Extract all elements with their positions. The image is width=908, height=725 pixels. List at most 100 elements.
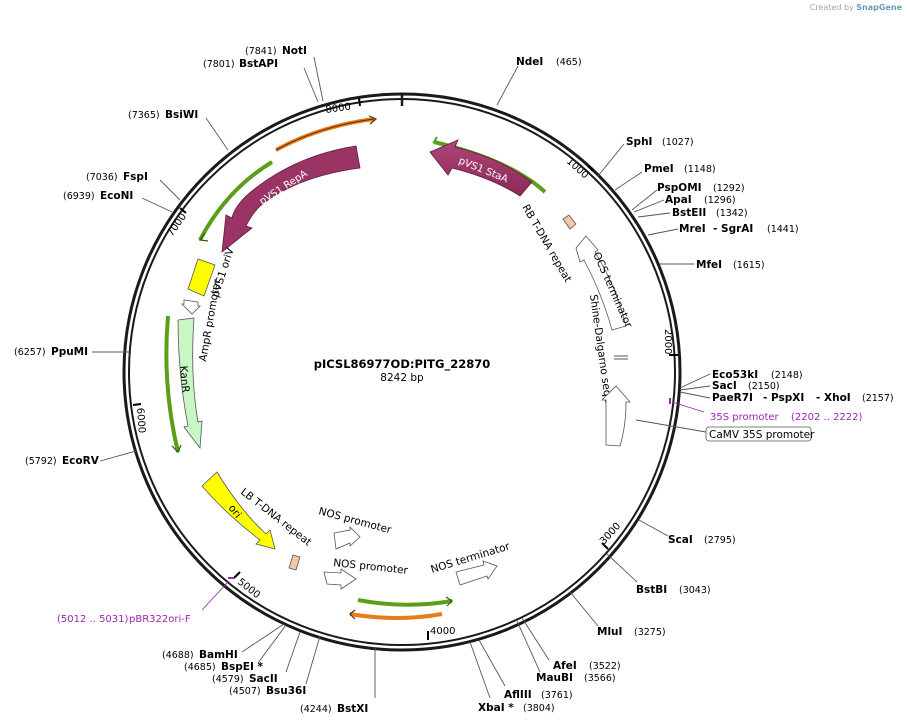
site-name-ppumi: PpuMI — [51, 346, 88, 358]
site-pos-maubi: (3566) — [584, 673, 616, 684]
site-pos-mlui: (3275) — [634, 627, 666, 638]
site-name-bamhi: BamHI — [199, 649, 238, 661]
site-name-maubi: MauBI — [536, 672, 573, 684]
site-saci[interactable]: SacI (2150) — [679, 380, 780, 392]
site-pos-ecorv: (5792) — [25, 456, 57, 467]
site-name-saci: SacI — [712, 380, 737, 392]
site-bsiwi[interactable]: (7365) BsiWI — [128, 109, 229, 151]
site-bsu36i[interactable]: (4507) Bsu36I — [229, 635, 321, 697]
feature-camv-35s[interactable]: CaMV 35S promoter — [601, 385, 815, 447]
site-mfei[interactable]: MfeI (1615) — [660, 259, 765, 271]
site-name-bsu36i: Bsu36I — [266, 685, 306, 697]
feature-pvs1-staa[interactable]: pVS1 StaA — [429, 136, 547, 197]
site-bsteii[interactable]: BstEII (1342) — [637, 207, 748, 219]
site-noti[interactable]: (7841) NotI — [245, 45, 324, 102]
primer-35s[interactable]: 35S promoter (2202 .. 2222) — [669, 398, 863, 423]
site-pmei[interactable]: PmeI (1148) — [614, 163, 716, 191]
site-name-xhoi: - XhoI — [816, 392, 851, 404]
site-pos-bsteii: (1342) — [716, 208, 748, 219]
site-xbai[interactable]: XbaI * (3804) — [469, 641, 555, 714]
site-name-scai: ScaI — [668, 534, 693, 546]
site-eco53ki[interactable]: Eco53kI (2148) — [679, 369, 803, 389]
site-name-bsiwi: BsiWI — [165, 109, 198, 121]
tick-4000: 4000 — [427, 626, 455, 640]
site-name-noti: NotI — [282, 45, 307, 57]
site-name-mfei: MfeI — [696, 259, 722, 271]
site-name-bsteii: BstEII — [672, 207, 706, 219]
site-bstxi[interactable]: (4244) BstXI — [300, 648, 376, 715]
primer-range-pbr322ori-f: (5012 .. 5031) — [57, 614, 129, 625]
site-name-apai: ApaI — [665, 194, 692, 206]
site-pos-saci: (2150) — [748, 381, 780, 392]
site-pos-sphi: (1027) — [662, 137, 694, 148]
site-bspei[interactable]: (4685) BspEI * — [184, 624, 287, 673]
site-pos-pspomi: (1292) — [713, 183, 745, 194]
tick-8000: 8000 — [325, 97, 361, 116]
tick-label-2000: 2000 — [662, 329, 673, 354]
feature-nos-promoter-2[interactable]: NOS promoter — [323, 557, 409, 590]
site-pos-afei: (3522) — [589, 661, 621, 672]
feature-pvs1-repa[interactable]: pVS1 RepA — [198, 145, 361, 253]
site-pos-afliii: (3761) — [541, 690, 573, 701]
primer-pbr322ori-f[interactable]: (5012 .. 5031) pBR322ori-F — [57, 577, 234, 625]
site-afliii[interactable]: AflIII (3761) — [478, 639, 573, 701]
site-scai[interactable]: ScaI (2795) — [638, 519, 736, 546]
site-mrei-sgrai[interactable]: MreI - SgrAI (1441) — [647, 223, 799, 236]
feature-nos-promoter-1[interactable]: NOS promoter — [317, 505, 393, 550]
site-ppumi[interactable]: (6257) PpuMI — [14, 346, 129, 358]
feature-kanr[interactable]: KanR — [164, 315, 203, 454]
site-sphi[interactable]: SphI (1027) — [597, 136, 694, 177]
site-apai[interactable]: ApaI (1296) — [633, 194, 736, 213]
tick-label-6000: 6000 — [134, 407, 147, 433]
snapgene-credit: Created by SnapGene — [810, 3, 902, 12]
site-name-fspi: FspI — [123, 171, 148, 183]
site-fspi[interactable]: (7036) FspI — [86, 171, 181, 201]
feature-ocs-terminator[interactable]: OCS terminator — [575, 235, 635, 331]
plasmid-name: pICSL86977OD:PITG_22870 — [314, 357, 490, 372]
feature-label-camv-35s: CaMV 35S promoter — [709, 429, 815, 441]
tick-1000: 1000 — [564, 156, 594, 181]
site-ndei[interactable]: NdeI (465) — [496, 56, 582, 106]
site-pos-ndei: (465) — [556, 57, 582, 68]
site-name-paer7i: PaeR7I — [712, 392, 753, 404]
site-pos-bsu36i: (4507) — [229, 686, 261, 697]
site-afei[interactable]: AfeI (3522) — [521, 617, 621, 672]
site-pos-econi: (6939) — [63, 191, 95, 202]
site-econi[interactable]: (6939) EcoNI — [63, 190, 173, 213]
site-sacii[interactable]: (4579) SacII — [212, 631, 301, 685]
feature-label-rb-repeat: RB T-DNA repeat — [519, 203, 573, 285]
feature-nos-terminator[interactable]: NOS terminator — [429, 540, 512, 586]
site-paer7i-pspxi-xhoi[interactable]: PaeR7I - PspXI - XhoI (2157) — [679, 391, 894, 404]
primer-label-35s: 35S promoter — [710, 412, 780, 423]
tick-7000: 7000 — [165, 207, 189, 239]
site-bstapi[interactable]: (7801) BstAPI — [203, 58, 319, 103]
site-bamhi[interactable]: (4688) BamHI — [162, 623, 285, 661]
credit-prefix: Created by — [809, 3, 854, 12]
site-pos-ppumi: (6257) — [14, 347, 46, 358]
site-name-mlui: MluI — [597, 626, 622, 638]
site-maubi[interactable]: MauBI (3566) — [516, 620, 616, 684]
site-pos-apai: (1296) — [704, 195, 736, 206]
site-name-econi: EcoNI — [100, 190, 133, 202]
site-mlui[interactable]: MluI (3275) — [569, 591, 666, 638]
feature-label-kanr: KanR — [177, 365, 191, 393]
site-name-xbai: XbaI * — [478, 702, 514, 714]
orf-top-orange — [275, 115, 378, 152]
site-name-sacii: SacII — [249, 673, 278, 685]
plasmid-length: 8242 bp — [380, 372, 424, 384]
site-ecorv[interactable]: (5792) EcoRV — [25, 450, 137, 467]
site-pspomi[interactable]: PspOMI (1292) — [631, 182, 745, 211]
site-name-pmei: PmeI — [644, 163, 674, 175]
site-pos-pmei: (1148) — [684, 164, 716, 175]
site-name-sgrai: - SgrAI — [713, 223, 753, 235]
site-pos-paer7i: (2157) — [862, 393, 894, 404]
site-bstbi[interactable]: BstBI (3043) — [606, 553, 711, 596]
site-pos-scai: (2795) — [704, 535, 736, 546]
site-name-pspxi: - PspXI — [763, 392, 804, 404]
site-pos-sgrai: (1441) — [767, 224, 799, 235]
site-name-eco53ki: Eco53kI — [712, 369, 758, 381]
site-name-mrei: MreI — [679, 223, 706, 235]
site-pos-fspi: (7036) — [86, 172, 118, 183]
feature-rb-repeat[interactable]: RB T-DNA repeat — [519, 203, 577, 285]
